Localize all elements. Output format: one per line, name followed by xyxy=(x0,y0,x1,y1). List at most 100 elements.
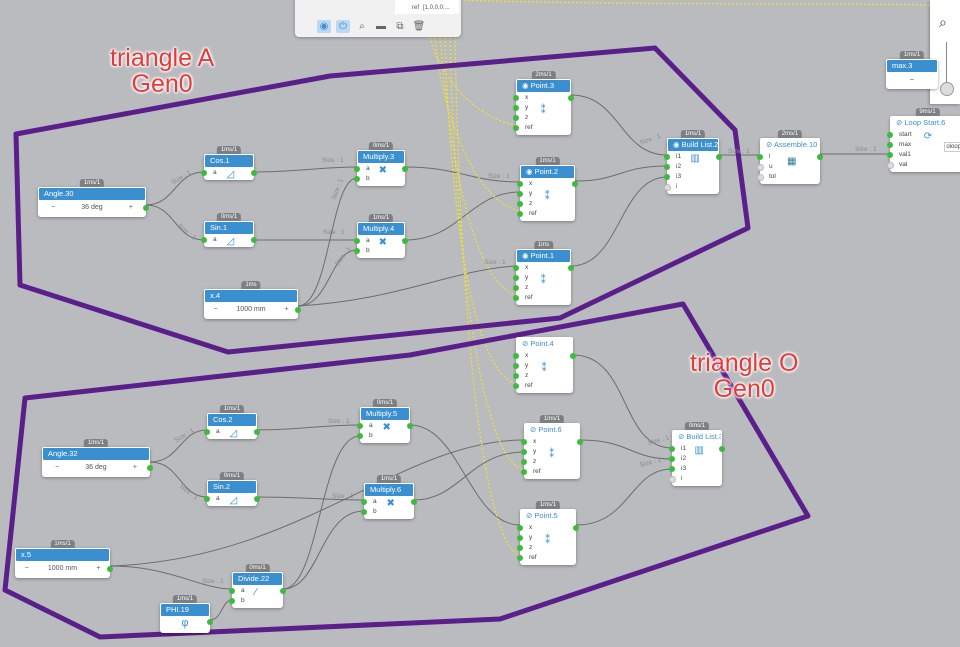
output-port[interactable] xyxy=(254,429,260,435)
node-header[interactable]: ◉ Point.1 xyxy=(516,249,571,263)
increment-button[interactable]: + xyxy=(132,464,137,471)
output-port[interactable] xyxy=(568,265,574,271)
input-port-x[interactable]: x xyxy=(513,93,571,103)
node-header[interactable]: ⊘ Build List.3 xyxy=(672,430,722,444)
input-port-b[interactable]: b xyxy=(354,174,405,184)
node-header[interactable]: max.3 xyxy=(886,59,938,73)
input-port-u[interactable]: u xyxy=(757,162,820,172)
value-slider[interactable]: −36 deg+ xyxy=(38,201,146,215)
node-header[interactable]: ◉ Build List.2 xyxy=(667,138,719,152)
node-header[interactable]: ⊘ Point.4 xyxy=(516,337,573,351)
increment-button[interactable]: + xyxy=(284,306,289,313)
output-port[interactable] xyxy=(411,499,417,505)
node-header[interactable]: Multiply.3 xyxy=(357,150,405,164)
input-port-y[interactable]: y xyxy=(517,533,576,543)
input-port-a[interactable]: a xyxy=(354,164,405,174)
zoom-slider-handle[interactable] xyxy=(940,82,954,96)
output-port[interactable] xyxy=(716,154,722,160)
output-port[interactable] xyxy=(147,465,153,471)
decrement-button[interactable]: − xyxy=(51,204,56,211)
group-icon[interactable]: ⧉ xyxy=(396,21,404,32)
output-port[interactable] xyxy=(251,237,257,243)
output-port[interactable] xyxy=(719,446,725,452)
input-port-a[interactable]: a xyxy=(201,168,254,178)
input-port-z[interactable]: z xyxy=(517,199,575,209)
input-port-y[interactable]: y xyxy=(521,447,580,457)
input-port-z[interactable]: z xyxy=(513,113,571,123)
value-slider[interactable]: −36 deg+ xyxy=(42,461,150,475)
output-port[interactable] xyxy=(143,205,149,211)
input-port-i2[interactable]: i2 xyxy=(669,454,722,464)
node-header[interactable]: ⊘ Point.5 xyxy=(520,509,576,523)
input-port-i[interactable]: i xyxy=(669,474,722,484)
output-port[interactable] xyxy=(407,423,413,429)
eye-slash-icon[interactable]: ⊘ xyxy=(530,425,539,434)
input-port-val1[interactable]: val1 xyxy=(887,150,960,160)
input-port-y[interactable]: y xyxy=(513,273,571,283)
output-port[interactable] xyxy=(577,439,583,445)
input-port-b[interactable]: b xyxy=(361,507,414,517)
eye-slash-icon[interactable]: ⊘ xyxy=(522,339,531,348)
input-port-i1[interactable]: i1 xyxy=(664,152,719,162)
input-port-start[interactable]: start xyxy=(887,130,960,140)
input-port-a[interactable]: a xyxy=(229,586,283,596)
input-port-x[interactable]: x xyxy=(517,523,576,533)
input-port-max[interactable]: max xyxy=(887,140,960,150)
node-header[interactable]: Multiply.4 xyxy=(357,222,405,236)
eye-icon[interactable]: ◉ xyxy=(526,167,535,176)
eye-slash-icon[interactable]: ⊘ xyxy=(766,140,774,149)
input-port-a[interactable]: a xyxy=(354,236,405,246)
node-header[interactable]: ⊘ Point.6 xyxy=(524,423,580,437)
node-header[interactable]: Sin.2 xyxy=(207,480,257,494)
zoom-fit-icon[interactable]: ⌕ xyxy=(939,14,947,30)
output-port[interactable] xyxy=(251,170,257,176)
output-port[interactable] xyxy=(207,619,213,625)
input-port-ref[interactable]: ref xyxy=(517,209,575,219)
decrement-button[interactable]: − xyxy=(24,565,29,572)
input-port-z[interactable]: z xyxy=(513,371,573,381)
input-port-a[interactable]: a xyxy=(204,494,257,504)
folder-icon[interactable]: ▬ xyxy=(376,21,386,32)
input-port-a[interactable]: a xyxy=(201,235,254,245)
output-port[interactable] xyxy=(280,588,286,594)
input-port-i1[interactable]: i1 xyxy=(669,444,722,454)
input-port-ref[interactable]: ref xyxy=(513,293,571,303)
node-header[interactable]: PHI.19 xyxy=(160,603,210,617)
node-header[interactable]: Multiply.6 xyxy=(364,483,414,497)
input-port-i2[interactable]: i2 xyxy=(664,162,719,172)
eye-icon[interactable]: ◉ xyxy=(522,81,531,90)
output-port[interactable] xyxy=(402,238,408,244)
input-port-x[interactable]: x xyxy=(513,351,573,361)
node-header[interactable]: Angle.32 xyxy=(42,447,150,461)
eye-slash-icon[interactable]: ⊘ xyxy=(526,511,535,520)
decrement-button[interactable]: − xyxy=(213,306,218,313)
input-port-i3[interactable]: i3 xyxy=(669,464,722,474)
input-port-tol[interactable]: tol xyxy=(757,172,820,182)
node-header[interactable]: x.5 xyxy=(15,548,110,562)
input-port-x[interactable]: x xyxy=(517,179,575,189)
output-port[interactable] xyxy=(568,95,574,101)
input-port-y[interactable]: y xyxy=(517,189,575,199)
input-port-i3[interactable]: i3 xyxy=(664,172,719,182)
input-port-z[interactable]: z xyxy=(517,543,576,553)
input-port-ref[interactable]: ref xyxy=(513,381,573,391)
input-port-z[interactable]: z xyxy=(513,283,571,293)
node-header[interactable]: Cos.1 xyxy=(204,154,254,168)
node-header[interactable]: ⊘ Assemble.10 xyxy=(760,138,820,152)
